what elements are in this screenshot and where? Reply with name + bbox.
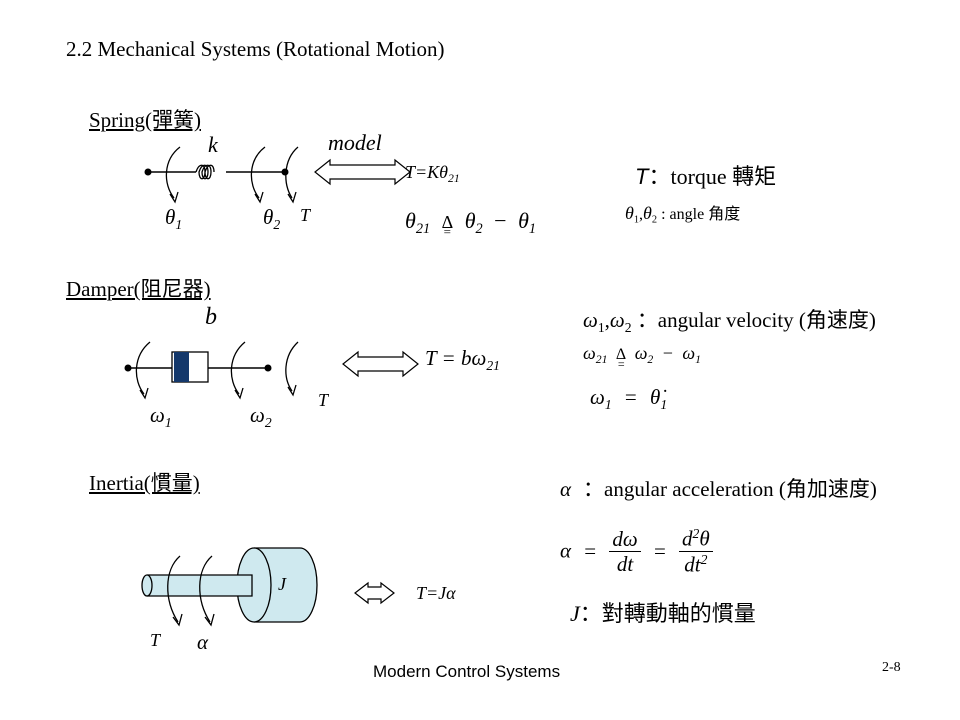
damper-equation: T = bω21 (425, 346, 500, 373)
omega2-arrow (230, 341, 246, 395)
spring-theta2: θ2 (263, 205, 281, 232)
theta2-arrow (250, 146, 266, 199)
footer-course-title: Modern Control Systems (373, 662, 561, 681)
damper-piston (174, 352, 189, 382)
spring-coil (195, 164, 215, 180)
damper-omega2: ω2 (250, 403, 272, 430)
spring-theta1: θ1 (165, 205, 183, 232)
angular-velocity-note: ω1,ω2 ：angular velocity (角速度) (583, 308, 876, 335)
omega-theta-dot-relation: ω1 = θ̇1 (590, 385, 668, 412)
page-number: 2-8 (882, 660, 901, 675)
inertia-alpha-arrow (199, 555, 213, 623)
inertia-heading: Inertia(慣量) (89, 471, 200, 495)
page-title: 2.2 Mechanical Systems (Rotational Motio… (66, 37, 445, 61)
inertia-alpha-label: α (197, 630, 209, 654)
damper-double-arrow (342, 350, 419, 378)
spring-end-left (144, 168, 152, 176)
theta1-arrow (165, 146, 181, 199)
spring-heading: Spring(彈簧) (89, 108, 201, 132)
damper-omega1: ω1 (150, 403, 172, 430)
inertia-equation: T=Jα (416, 583, 456, 603)
angle-note: θ1,θ2 : angle 角度 (625, 203, 741, 226)
damper-torque-arrow (285, 341, 299, 392)
torque-note: T：torque 轉矩 (635, 164, 777, 189)
model-label: model (328, 130, 382, 155)
angular-acceleration-note: α：angular acceleration (角加速度) (560, 477, 877, 501)
spring-equation: T=Kθ21 (405, 162, 460, 186)
theta21-definition: θ21 Δ = θ2 − θ1 (405, 208, 537, 239)
damper-b-label: b (205, 304, 217, 330)
omega1-arrow (135, 341, 151, 395)
moment-of-inertia-note: J：對轉動軸的慣量 (570, 601, 756, 626)
model-double-arrow (314, 158, 411, 186)
spring-torque-label: T (300, 205, 311, 225)
damper-heading: Damper(阻尼器) (66, 277, 211, 301)
damper-torque-label: T (318, 390, 329, 410)
inertia-disc-body (254, 547, 318, 623)
inertia-torque-arrow (167, 555, 181, 623)
inertia-double-arrow (354, 581, 395, 605)
inertia-j-label: J (278, 574, 286, 594)
omega21-definition: ω21 Δ = ω2 − ω1 (583, 343, 701, 371)
spring-k-label: k (208, 132, 218, 157)
inertia-torque-label: T (150, 630, 161, 650)
torque-arrow (285, 146, 299, 199)
